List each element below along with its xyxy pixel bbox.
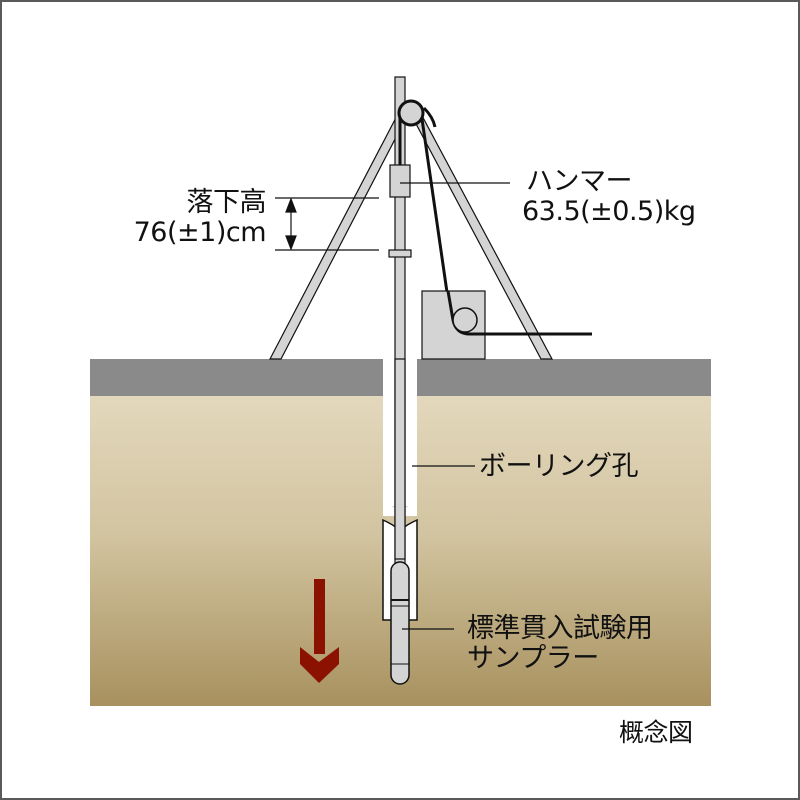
down-arrow-icon bbox=[300, 579, 339, 683]
leader-lines bbox=[400, 182, 510, 630]
sampler-title: 標準貫入試験用 bbox=[467, 613, 653, 644]
drop-height-label: 落下高 76(±1)cm bbox=[90, 187, 267, 248]
drop-height-dimension bbox=[275, 197, 379, 251]
pulley-icon bbox=[397, 99, 425, 127]
drop-height-value: 76(±1)cm bbox=[133, 217, 267, 248]
sampler-subtitle: サンプラー bbox=[467, 643, 599, 674]
drop-height-title: 落下高 bbox=[186, 187, 267, 218]
diagram-caption: 概念図 bbox=[619, 718, 693, 747]
hammer-weight: 63.5(±0.5)kg bbox=[522, 196, 696, 227]
ground-surface bbox=[90, 359, 711, 396]
sampler-label: 標準貫入試験用 サンプラー bbox=[467, 614, 653, 674]
sampler-icon bbox=[390, 561, 410, 685]
tripod-icon bbox=[269, 108, 554, 360]
borehole-text: ボーリング孔 bbox=[479, 451, 639, 482]
hammer-title: ハンマー bbox=[526, 166, 632, 197]
winch-icon bbox=[421, 290, 592, 360]
borehole-label: ボーリング孔 bbox=[479, 451, 639, 482]
hammer-label: ハンマー 63.5(±0.5)kg bbox=[522, 167, 696, 227]
